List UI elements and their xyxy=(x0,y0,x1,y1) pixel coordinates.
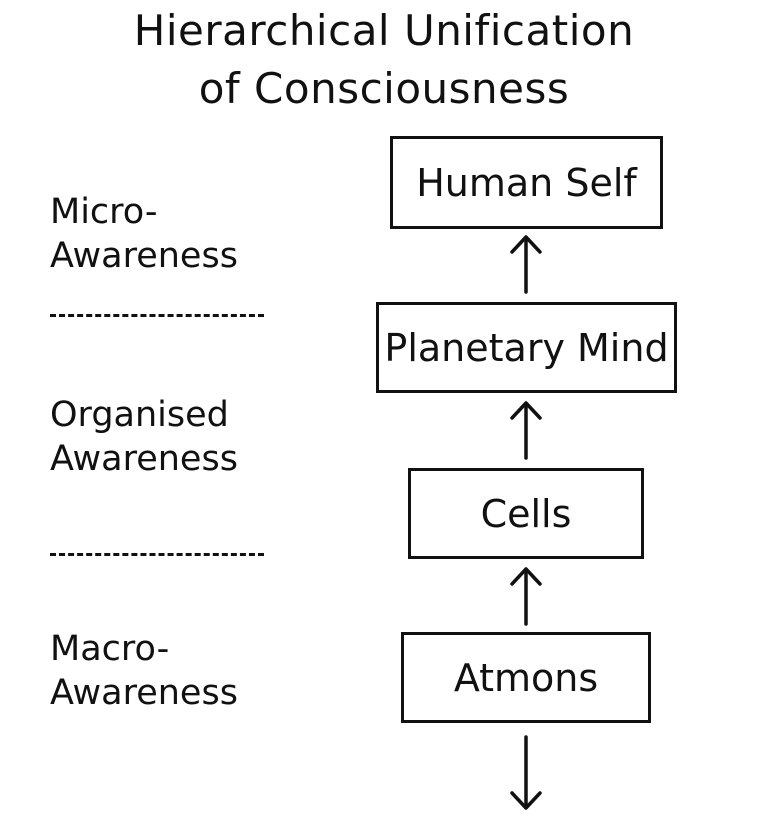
level-divider-2 xyxy=(50,553,264,556)
down-arrow-icon xyxy=(510,735,542,810)
level-label-organised-awareness: Organised Awareness xyxy=(50,393,238,481)
level-label-line-2: Awareness xyxy=(50,236,238,276)
node-planetary-mind: Planetary Mind xyxy=(376,302,677,393)
level-label-line-1: Macro- xyxy=(50,629,170,669)
up-arrow-icon xyxy=(510,235,542,294)
diagram-title: Hierarchical Unification of Consciousnes… xyxy=(0,2,768,118)
up-arrow-icon xyxy=(510,567,542,626)
level-label-line-1: Organised xyxy=(50,395,229,435)
title-line-1: Hierarchical Unification xyxy=(133,6,635,55)
title-line-2: of Consciousness xyxy=(198,64,570,113)
node-cells: Cells xyxy=(408,468,644,559)
level-label-macro-awareness: Macro- Awareness xyxy=(50,627,238,715)
node-human-self: Human Self xyxy=(390,136,663,229)
level-label-line-1: Micro- xyxy=(50,192,158,232)
up-arrow-icon xyxy=(510,401,542,460)
level-label-line-2: Awareness xyxy=(50,673,238,713)
node-atmons: Atmons xyxy=(401,632,651,723)
level-label-micro-awareness: Micro- Awareness xyxy=(50,190,238,278)
level-divider-1 xyxy=(50,314,264,317)
level-label-line-2: Awareness xyxy=(50,439,238,479)
